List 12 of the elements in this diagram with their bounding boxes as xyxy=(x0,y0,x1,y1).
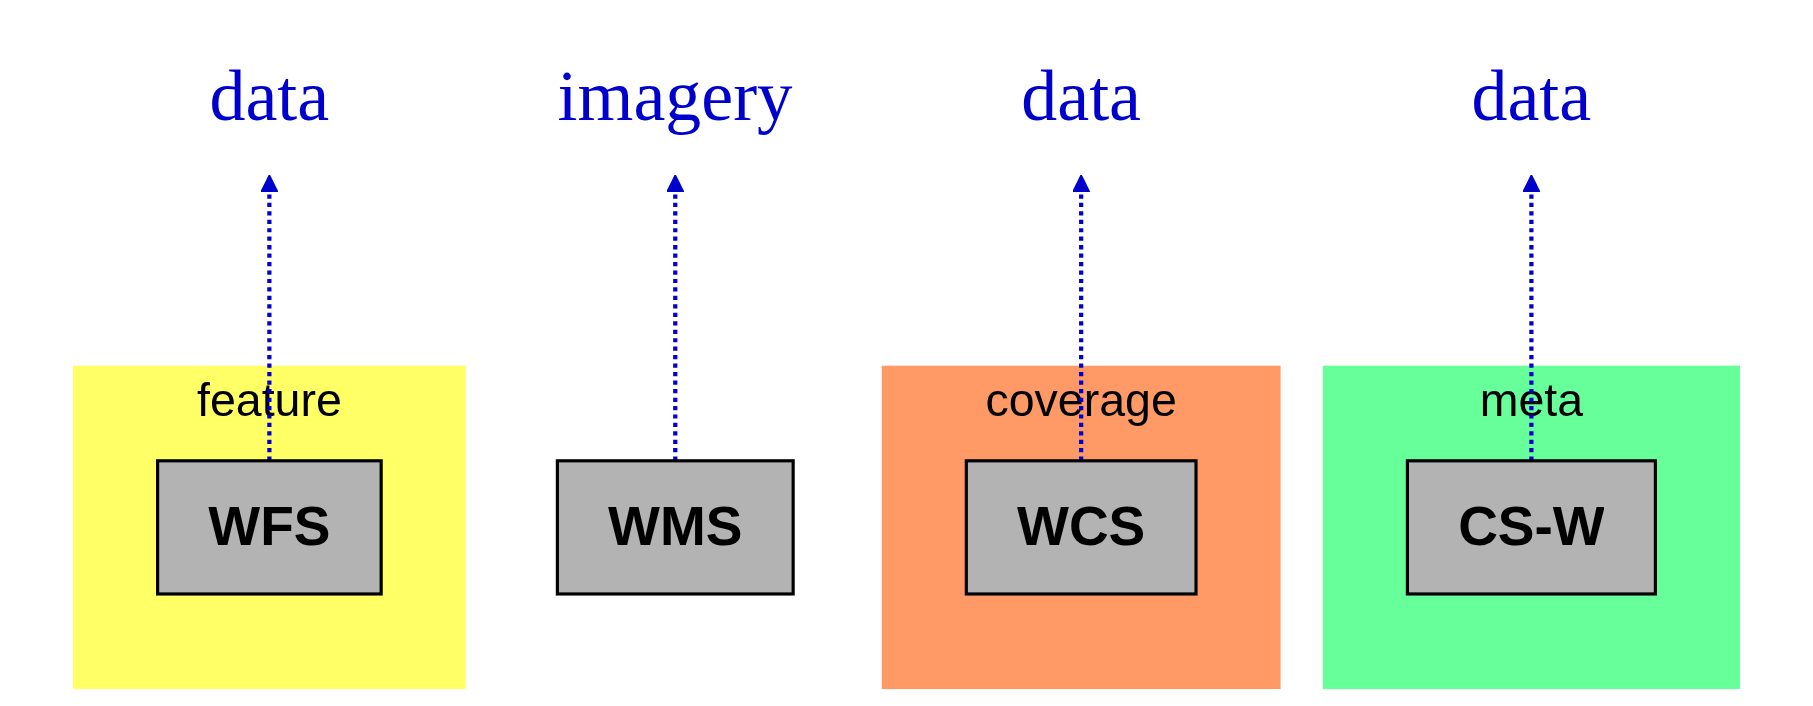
node-box: WMS xyxy=(555,459,795,596)
arrow xyxy=(665,174,685,461)
node-box: WCS xyxy=(964,459,1198,596)
node-text: data xyxy=(209,57,330,136)
node-text: data xyxy=(1021,57,1142,136)
node-text: imagery xyxy=(557,57,794,136)
arrow xyxy=(1071,174,1091,461)
arrow xyxy=(1522,174,1541,461)
arrow xyxy=(260,174,279,461)
node-box: WFS xyxy=(156,459,383,596)
node-box: CS-W xyxy=(1405,459,1657,596)
node-text: data xyxy=(1471,57,1592,136)
